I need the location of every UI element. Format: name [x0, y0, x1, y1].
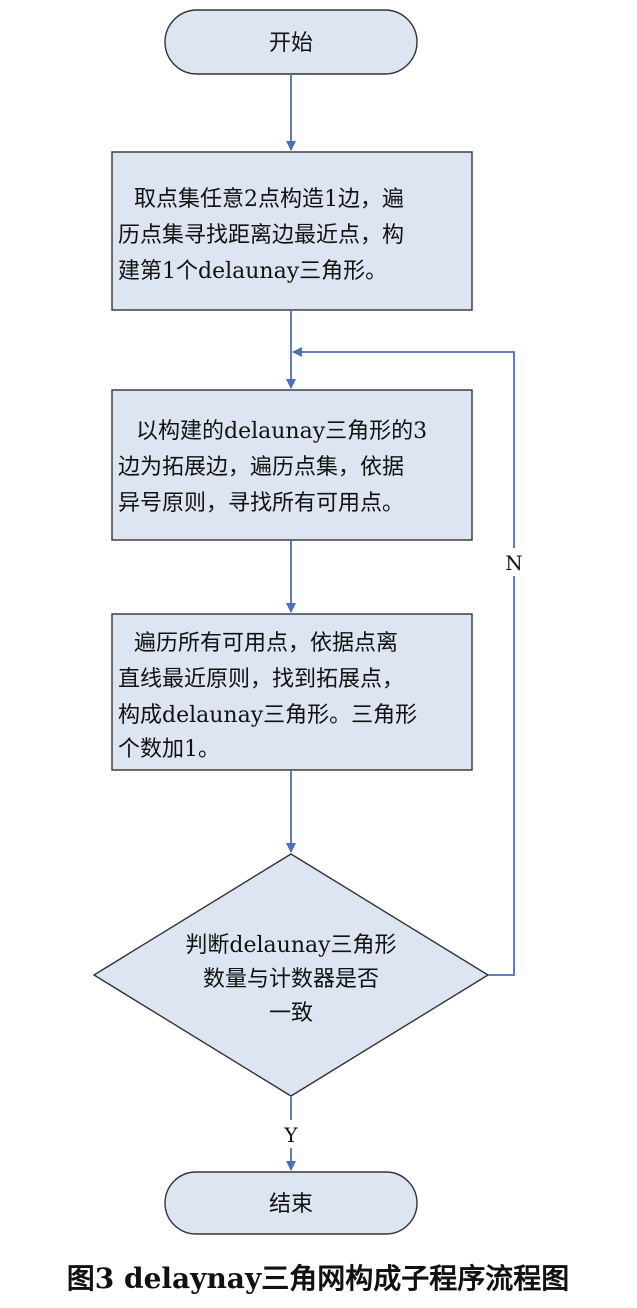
- no-branch-label: N: [505, 551, 523, 575]
- figure-caption: 图3 delaynay三角网构成子程序流程图: [67, 1262, 569, 1295]
- start-terminator: 开始: [164, 9, 418, 75]
- step1-line-1: 取点集任意2点构造1边，遍: [134, 187, 404, 212]
- no-label-background: [498, 548, 530, 576]
- step1-line-2: 历点集寻找距离边最近点，构: [118, 223, 404, 248]
- process-step1: 取点集任意2点构造1边，遍 历点集寻找距离边最近点，构 建第1个delaunay…: [111, 151, 473, 311]
- step3-line-3: 构成delaunay三角形。三角形: [118, 703, 417, 728]
- step1-line-3: 建第1个delaunay三角形。: [118, 259, 387, 284]
- process-step3: 遍历所有可用点，依据点离 直线最近原则，找到拓展点， 构成delaunay三角形…: [111, 613, 473, 771]
- step3-line-1: 遍历所有可用点，依据点离: [134, 631, 398, 656]
- decision-line-2: 数量与计数器是否: [203, 967, 379, 992]
- step3-line-4: 个数加1。: [118, 737, 220, 762]
- connector-loop-back-no: [292, 347, 515, 976]
- yes-label-background: [277, 1120, 305, 1148]
- decision-line-3: 一致: [269, 1001, 313, 1026]
- start-label: 开始: [269, 31, 313, 56]
- decision-diamond: 判断delaunay三角形 数量与计数器是否 一致: [92, 853, 490, 1097]
- end-terminator: 结束: [164, 1171, 418, 1235]
- process-step2: 以构建的delaunay三角形的3 边为拓展边，遍历点集，依据 异号原则，寻找所…: [111, 389, 473, 541]
- step2-line-3: 异号原则，寻找所有可用点。: [118, 491, 404, 516]
- step2-line-2: 边为拓展边，遍历点集，依据: [118, 455, 404, 480]
- decision-line-1: 判断delaunay三角形: [185, 933, 396, 958]
- step3-line-2: 直线最近原则，找到拓展点，: [118, 667, 404, 692]
- end-label: 结束: [269, 1192, 313, 1217]
- step2-line-1: 以构建的delaunay三角形的3: [136, 419, 427, 444]
- yes-branch-label: Y: [283, 1123, 298, 1147]
